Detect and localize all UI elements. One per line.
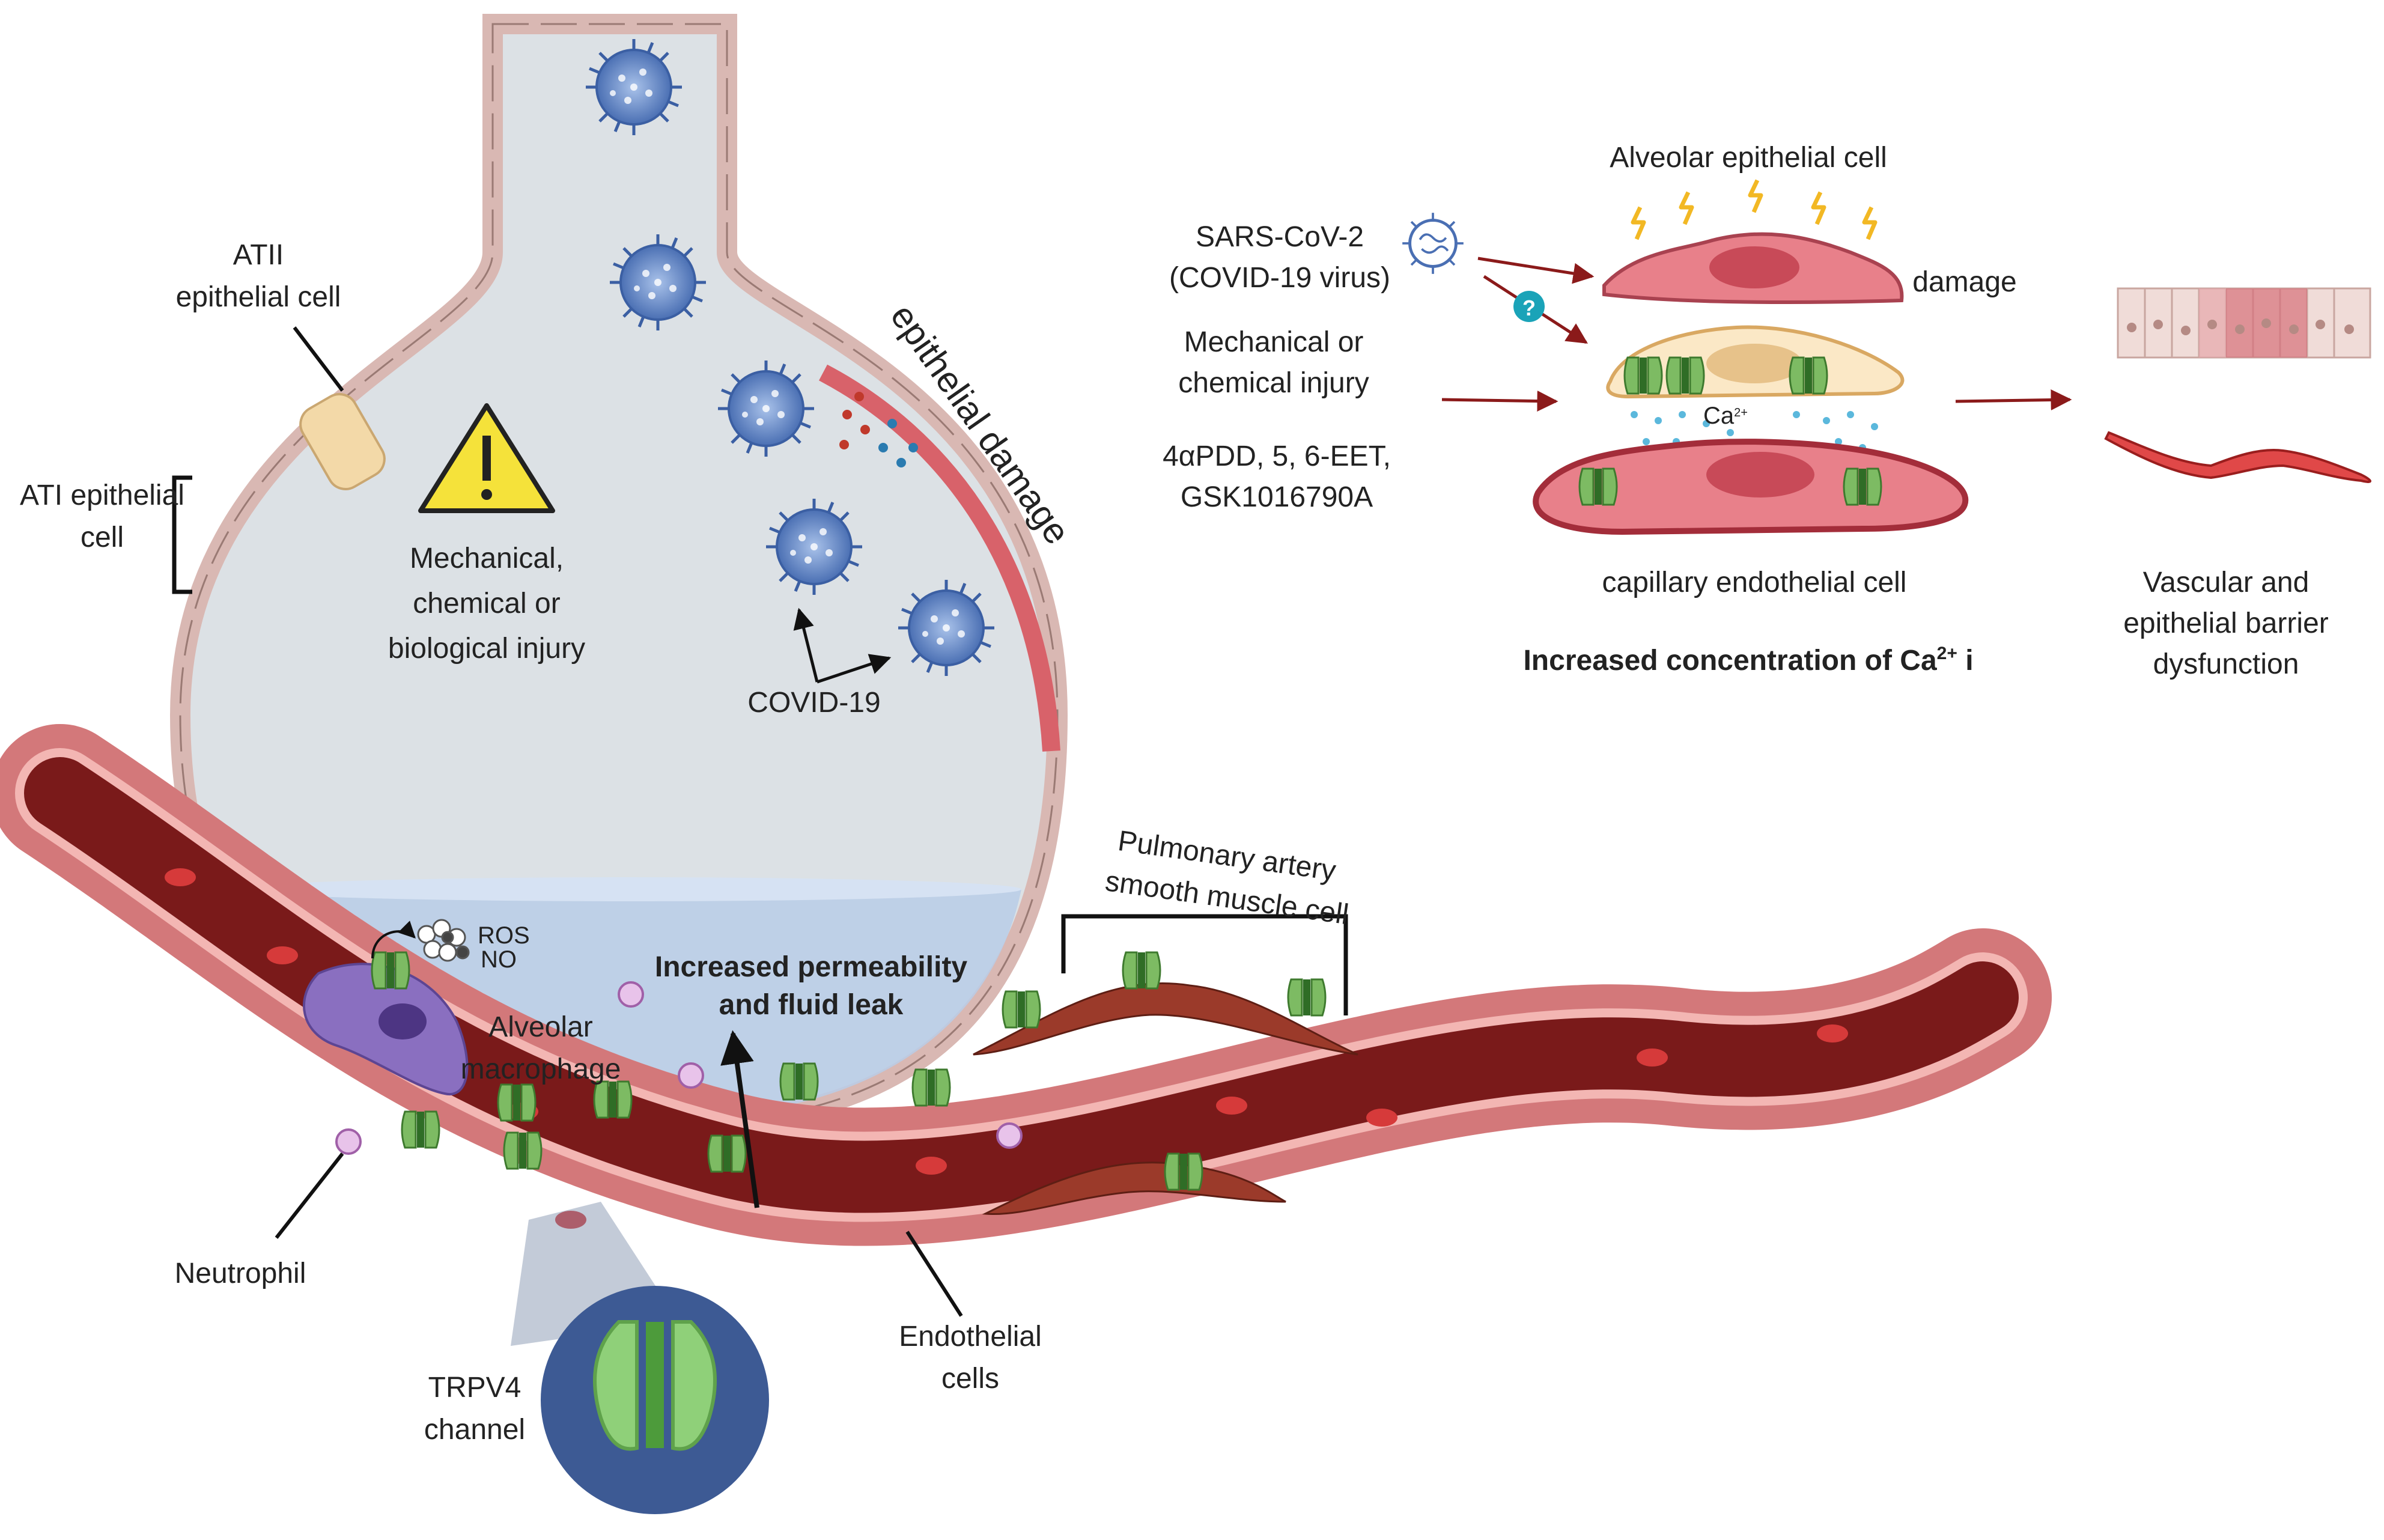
covid-label: COVID-19	[747, 687, 880, 719]
macrophage-label-1: Alveolar	[488, 1011, 592, 1043]
sars-label-1: SARS-CoV-2	[1196, 221, 1364, 253]
trpv4-channel-icon	[371, 951, 410, 990]
pasmc-bracket	[1061, 914, 1348, 1015]
injury-label-1: Mechanical,	[410, 543, 564, 574]
ros-arrow	[371, 921, 416, 959]
trpv4-channel-icon	[1164, 1152, 1203, 1191]
increased-ca-tail: i	[1957, 645, 1974, 677]
injury-label-3: biological injury	[388, 633, 585, 665]
virus-icon	[718, 361, 814, 457]
atii-label-1: ATII	[233, 239, 284, 271]
ati-bracket	[172, 475, 192, 594]
ati-label-1: ATI epithelial	[20, 479, 184, 511]
trpv4-channel-icon	[1578, 467, 1618, 506]
damaged-epithelium	[819, 364, 1060, 752]
outcome-label-2: epithelial barrier	[2123, 607, 2329, 639]
atii-epithelial-cell	[299, 393, 386, 490]
outcome-arrow	[1955, 389, 2072, 410]
trpv4-channel-icon	[401, 1110, 440, 1149]
neutrophil-cell	[335, 981, 1023, 1155]
endothelial-label-2: cells	[941, 1363, 999, 1395]
atii-label-2: epithelial cell	[176, 281, 341, 313]
trpv4-channel-icon	[911, 1068, 951, 1107]
trpv4-channel-icon	[1122, 951, 1161, 990]
ca-superscript: 2+	[1734, 406, 1748, 419]
ca-label: Ca2+	[1703, 403, 1748, 429]
increased-ca-label: Increased concentration of Ca2+ i	[1523, 644, 1973, 677]
endothelium-strip-icon	[2104, 431, 2371, 483]
sars-label-2: (COVID-19 virus)	[1169, 262, 1390, 294]
outcome-label-1: Vascular and	[2143, 567, 2310, 598]
damage-label: damage	[1912, 266, 2016, 298]
alveolar-epithelial-title: Alveolar epithelial cell	[1610, 142, 1887, 174]
trpv4-channel-icon	[1002, 990, 1041, 1029]
neutrophil-leader	[275, 1152, 344, 1239]
agonists-label-2: GSK1016790A	[1181, 481, 1373, 513]
trpv4-channel-icon	[707, 1134, 747, 1173]
macrophage-label-2: macrophage	[461, 1053, 621, 1085]
increased-ca-superscript: 2+	[1937, 644, 1957, 663]
warning-icon	[418, 403, 555, 513]
neutrophil-label: Neutrophil	[175, 1258, 306, 1289]
capillary-endothelial-cell	[1533, 439, 1969, 535]
trpv4-channel-icon	[1623, 356, 1663, 395]
trpv4-channel-icon	[779, 1062, 819, 1101]
trpv4-channel-icon	[1843, 467, 1882, 506]
trpv4-channel-icon	[1287, 978, 1327, 1017]
smooth-muscle-cells	[973, 982, 1358, 1216]
injury-label-2: chemical or	[413, 588, 560, 619]
permeability-arrow	[720, 1030, 759, 1208]
covid-arrow	[816, 654, 892, 684]
debris-icon	[839, 392, 918, 467]
covid-arrow	[793, 607, 819, 683]
increased-ca-text: Increased concentration of Ca	[1523, 645, 1936, 677]
virus-icon	[766, 499, 862, 595]
virus-icon	[610, 234, 706, 330]
ati-label-2: cell	[81, 522, 124, 553]
damaged-epithelial-cell	[1602, 232, 1904, 304]
no-label: NO	[481, 946, 517, 973]
ca-text: Ca	[1703, 403, 1735, 429]
question-badge: ?	[1513, 291, 1545, 322]
mechanical-label-2: chemical injury	[1178, 367, 1369, 399]
trpv4-label-1: TRPV4	[428, 1372, 522, 1404]
mechanical-label-1: Mechanical or	[1184, 326, 1364, 358]
trpv4-channel-icon	[1789, 356, 1828, 395]
damage-spark-icon	[1631, 179, 1878, 240]
question-mark: ?	[1522, 296, 1536, 320]
trpv4-channel-icon	[1665, 356, 1705, 395]
permeability-label-2: and fluid leak	[719, 989, 904, 1021]
endothelial-label-1: Endothelial	[899, 1321, 1042, 1353]
trpv4-channel-icon	[593, 1080, 633, 1119]
outcome-label-3: dysfunction	[2153, 648, 2299, 680]
trpv4-label-2: channel	[424, 1414, 525, 1446]
mechanical-arrow	[1441, 391, 1558, 412]
trpv4-zoom	[541, 1286, 769, 1514]
permeability-label-1: Increased permeability	[655, 951, 968, 983]
trpv4-channel-icon	[497, 1083, 537, 1122]
virus-icon	[586, 39, 682, 135]
capillary-label: capillary endothelial cell	[1602, 567, 1907, 598]
atii-leader	[293, 326, 344, 392]
virus-icon	[898, 580, 994, 676]
epithelium-tissue-icon	[2117, 287, 2371, 359]
sars-cov-2-icon	[1402, 213, 1464, 274]
ros-label: ROS	[478, 922, 530, 949]
virus-arrow	[1477, 257, 1595, 284]
trpv4-channel-icon	[503, 1131, 543, 1170]
epithelial-cell	[1606, 325, 1905, 399]
alveolar-macrophage	[303, 963, 469, 1096]
agonists-label-1: 4αPDD, 5, 6-EET,	[1163, 440, 1391, 472]
ros-no-icon	[417, 919, 470, 962]
endothelial-leader	[905, 1231, 963, 1317]
